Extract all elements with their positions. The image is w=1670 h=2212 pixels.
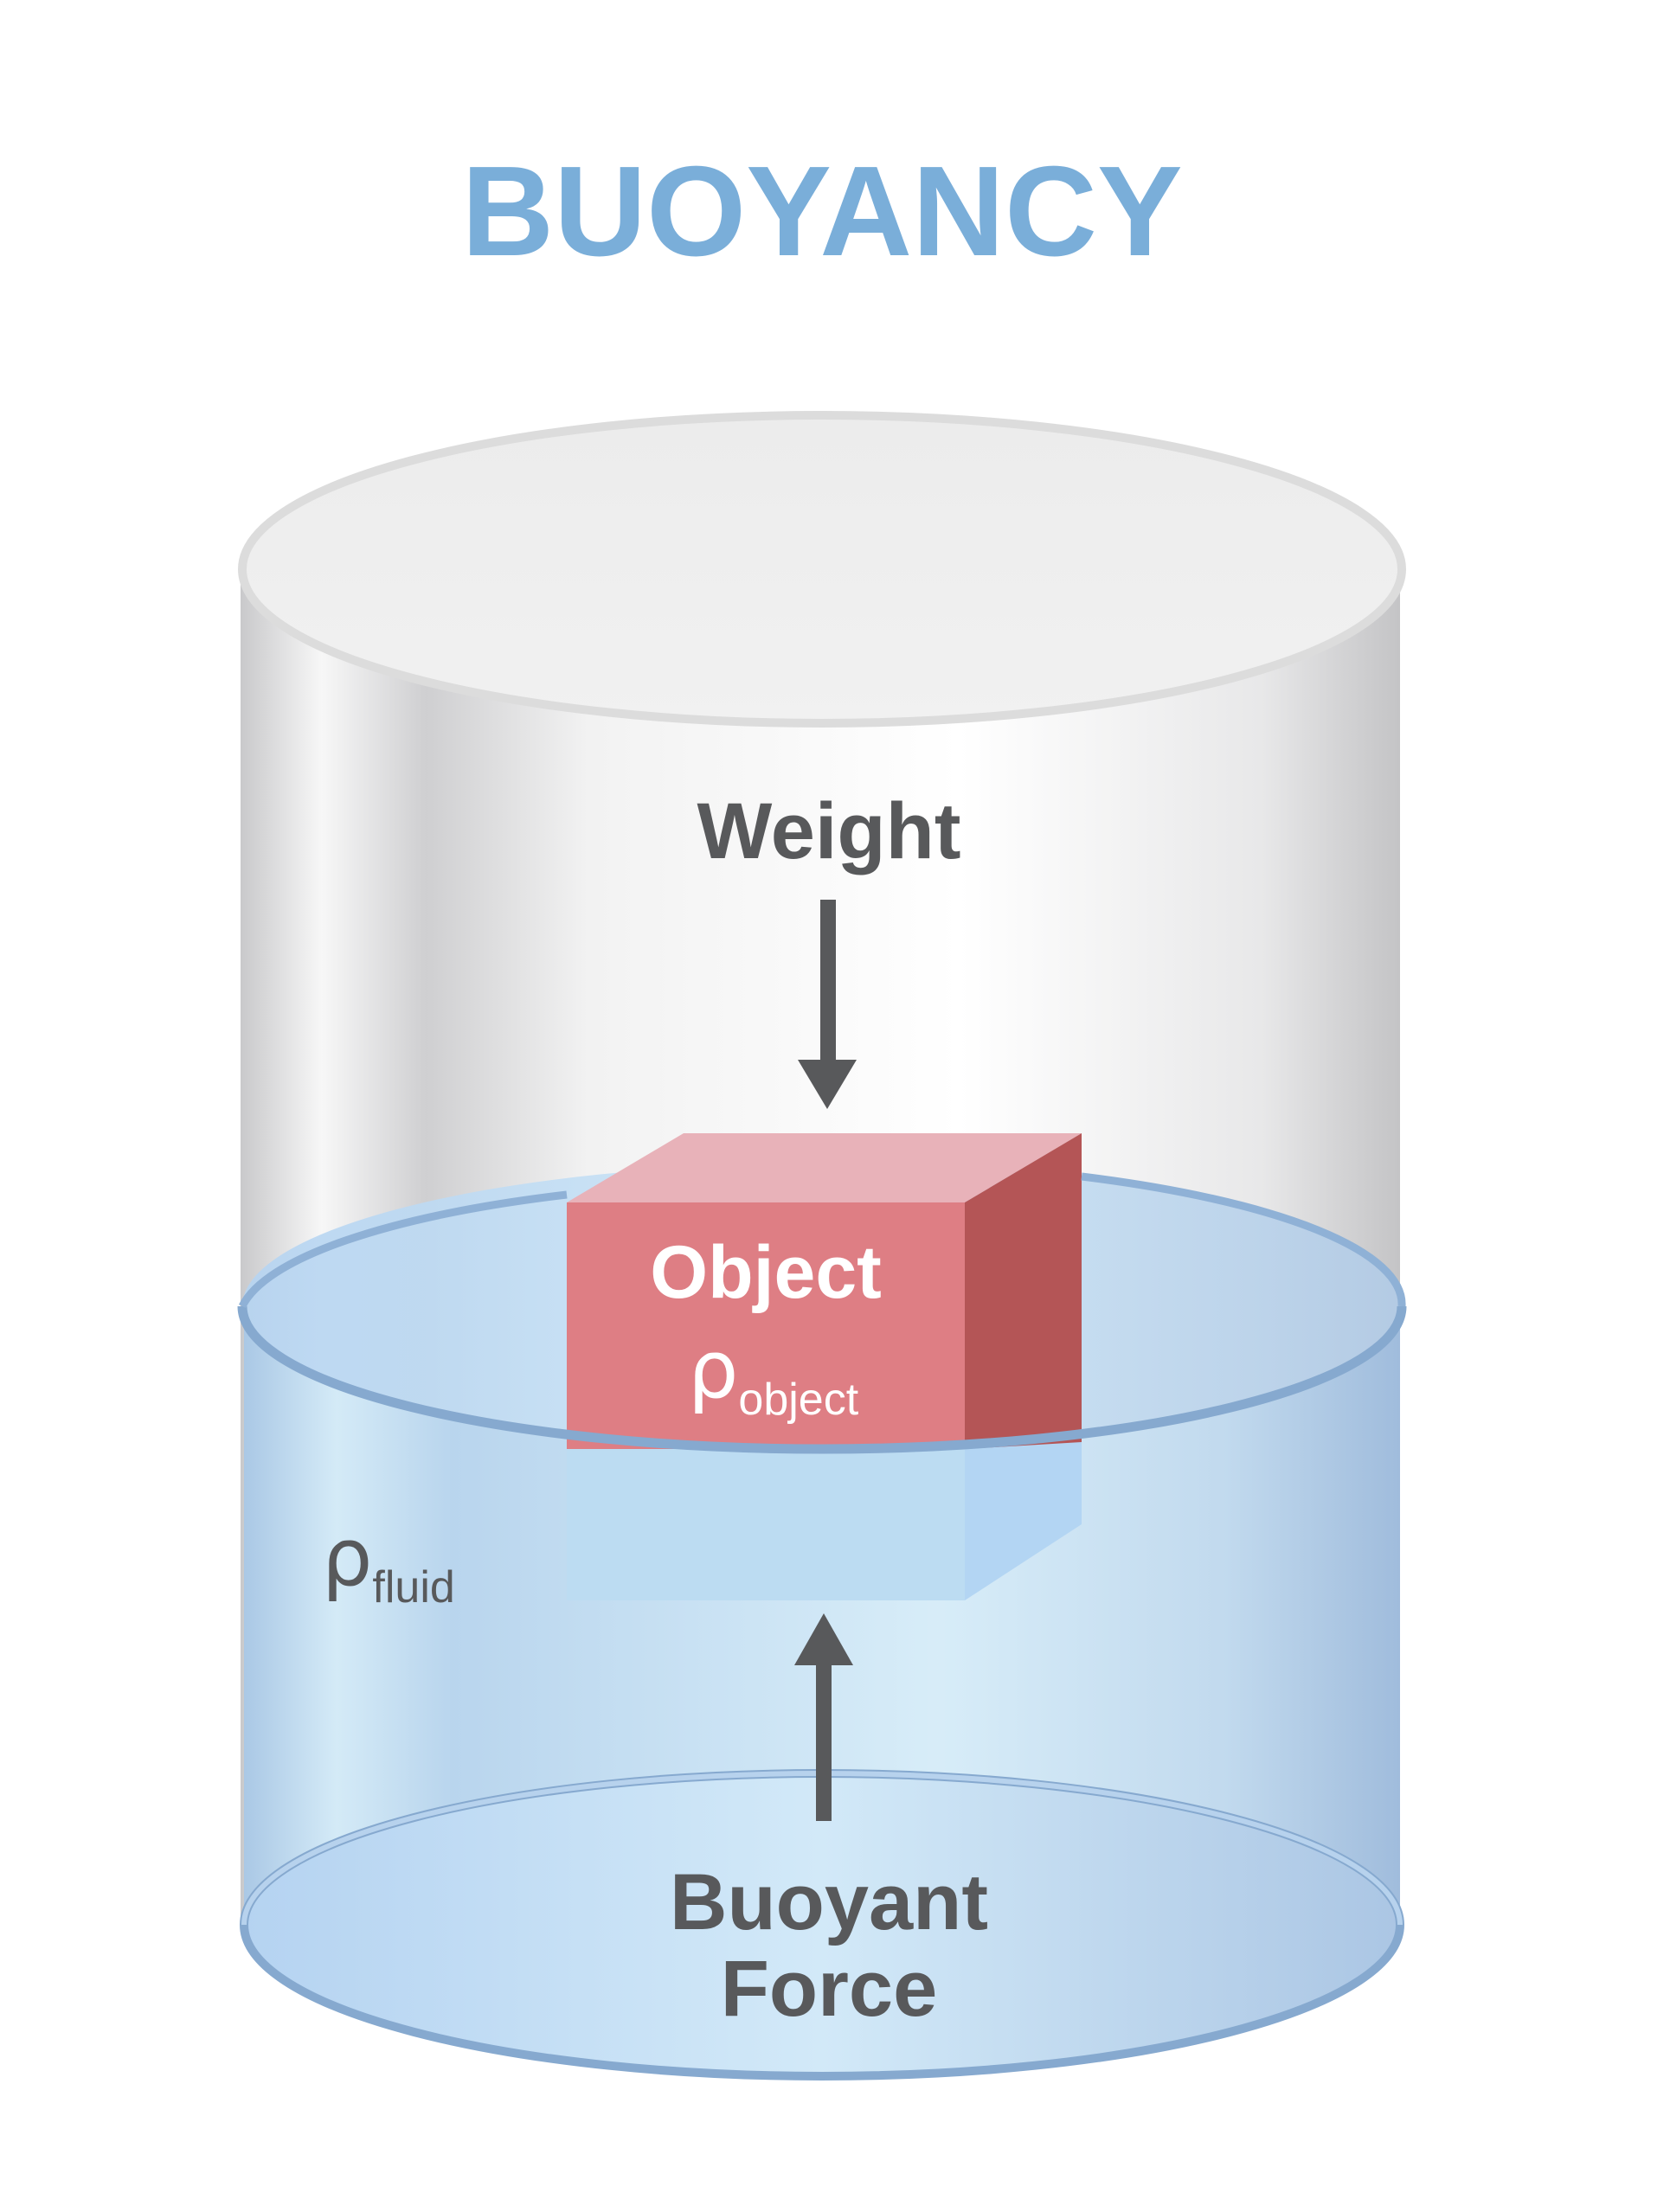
fluid-surface-rim-back [238, 1172, 1406, 1309]
buoyant-arrow-head [794, 1613, 853, 1665]
weight-arrow-head [798, 1060, 857, 1109]
rho-fluid-subscript: fluid [372, 1562, 454, 1613]
rho-object-label: ρobject [688, 1324, 859, 1425]
object-submerged-side [965, 1397, 1082, 1600]
object-side-face [965, 1133, 1082, 1449]
rho-fluid-symbol: ρ [322, 1511, 372, 1604]
buoyant-force-label-line1: Buoyant [670, 1858, 988, 1946]
weight-label: Weight [697, 787, 961, 875]
object-top-face [567, 1133, 1082, 1202]
weight-arrow-shaft [820, 900, 836, 1068]
fluid-surface-rim-front [237, 1305, 1407, 1454]
buoyant-force-label-line2: Force [721, 1945, 938, 2033]
rho-fluid-label: ρfluid [322, 1511, 455, 1613]
object-front-face [567, 1202, 965, 1449]
rho-object-symbol: ρ [688, 1324, 738, 1416]
page-title: BUOYANCY [461, 140, 1182, 283]
object-label: Object [650, 1231, 882, 1314]
rho-object-subscript: object [738, 1375, 858, 1425]
container-top [238, 411, 1406, 728]
object-submerged-front [567, 1449, 965, 1600]
buoyant-arrow-shaft [816, 1661, 832, 1821]
